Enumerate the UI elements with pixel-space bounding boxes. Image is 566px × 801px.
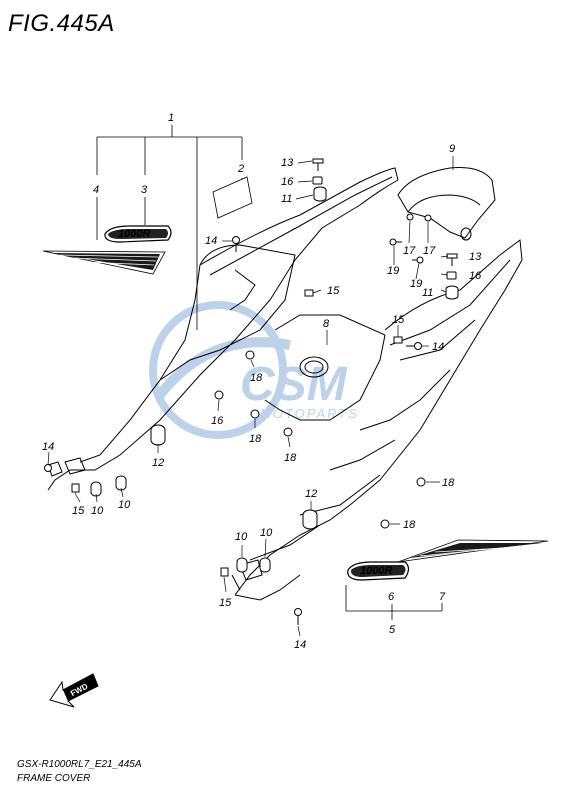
callout-8: 8 [323, 318, 330, 330]
part-13-bolt-right [446, 253, 458, 266]
callout-10-d: 10 [260, 527, 273, 539]
callout-19-a: 19 [387, 265, 399, 277]
watermark-swoosh [156, 337, 291, 399]
leader-lines [47, 156, 454, 637]
part-2-label-sheet [212, 176, 253, 219]
part-11-grommet-upper [313, 186, 327, 202]
part-10-damper-set [90, 475, 271, 573]
bracket-part-5 [345, 585, 443, 620]
callout-labels: 1 2 3 4 13 16 11 9 14 17 17 13 19 19 16 … [42, 112, 482, 651]
callout-3: 3 [141, 184, 148, 196]
callout-10-b: 10 [118, 499, 131, 511]
part-4-stripe-decal-left [42, 250, 166, 275]
part-3-emblem-left: 1000R [104, 225, 172, 243]
frame-cover-assembly [47, 167, 523, 601]
part-12-cushion-left [150, 424, 166, 446]
callout-7: 7 [439, 591, 446, 603]
callout-14-right: 14 [432, 341, 444, 353]
callout-12-left: 12 [152, 457, 164, 469]
callout-5: 5 [389, 624, 396, 636]
callout-12-lower: 12 [305, 488, 317, 500]
callout-13-right: 13 [469, 251, 482, 263]
part-16-collar-upper [312, 176, 323, 185]
watermark-big-text: CSM [240, 358, 348, 411]
fwd-arrow: FWD [49, 673, 99, 708]
callout-14-lower: 14 [294, 639, 306, 651]
emblem-right-text: 1000R [360, 565, 392, 577]
part-16-collar-right [446, 271, 457, 280]
callout-2: 2 [237, 163, 244, 175]
callout-14-upper: 14 [205, 235, 217, 247]
footer-section-name: FRAME COVER [17, 773, 91, 784]
part-13-bolt-upper [312, 158, 324, 171]
callout-10-a: 10 [91, 505, 104, 517]
callout-10-c: 10 [235, 531, 248, 543]
part-12-cushion-lower [302, 509, 318, 530]
callout-1: 1 [168, 112, 174, 124]
callout-17-a: 17 [403, 245, 416, 257]
callout-15-lower: 15 [219, 597, 232, 609]
watermark-small-text: MOTOPARTS [260, 406, 359, 421]
footer-figure-code: GSX-R1000RL7_E21_445A [17, 759, 142, 770]
callout-17-b: 17 [423, 245, 436, 257]
bracket-part-1 [96, 125, 243, 330]
part-7-stripe-decal-right [397, 539, 549, 563]
callout-18-b: 18 [249, 433, 262, 445]
part-6-emblem-right: 1000R [347, 561, 410, 581]
callout-14-left: 14 [42, 441, 54, 453]
callout-16-left: 16 [211, 415, 224, 427]
part-15-clip-set [71, 289, 403, 577]
callout-13-upper: 13 [281, 157, 294, 169]
callout-16-right: 16 [469, 270, 482, 282]
watermark: CSM MOTOPARTS [149, 301, 359, 439]
part-19-screw-set [389, 238, 424, 264]
callout-11-upper: 11 [281, 193, 292, 205]
callout-18-a: 18 [250, 372, 263, 384]
callout-15-right: 15 [392, 314, 405, 326]
part-17-nut-set [406, 213, 432, 222]
callout-15-upper: 15 [327, 285, 340, 297]
callout-9: 9 [449, 143, 455, 155]
figure-title: FIG.445A [8, 10, 115, 37]
callout-6: 6 [388, 591, 395, 603]
callout-11-right: 11 [422, 287, 433, 299]
part-11-grommet-right [445, 285, 459, 300]
callout-18-d: 18 [442, 477, 455, 489]
callout-4: 4 [93, 184, 99, 196]
emblem-left-text: 1000R [118, 228, 150, 240]
part-9-tail-cowl [397, 167, 496, 241]
callout-18-e: 18 [403, 519, 416, 531]
watermark-circle [149, 301, 287, 439]
callout-15-left: 15 [72, 505, 85, 517]
callout-19-b: 19 [410, 278, 422, 290]
callout-16-upper: 16 [281, 176, 294, 188]
part-18-grommet-set [214, 350, 426, 529]
part-14-screw-set [44, 236, 422, 625]
callout-18-c: 18 [284, 452, 297, 464]
